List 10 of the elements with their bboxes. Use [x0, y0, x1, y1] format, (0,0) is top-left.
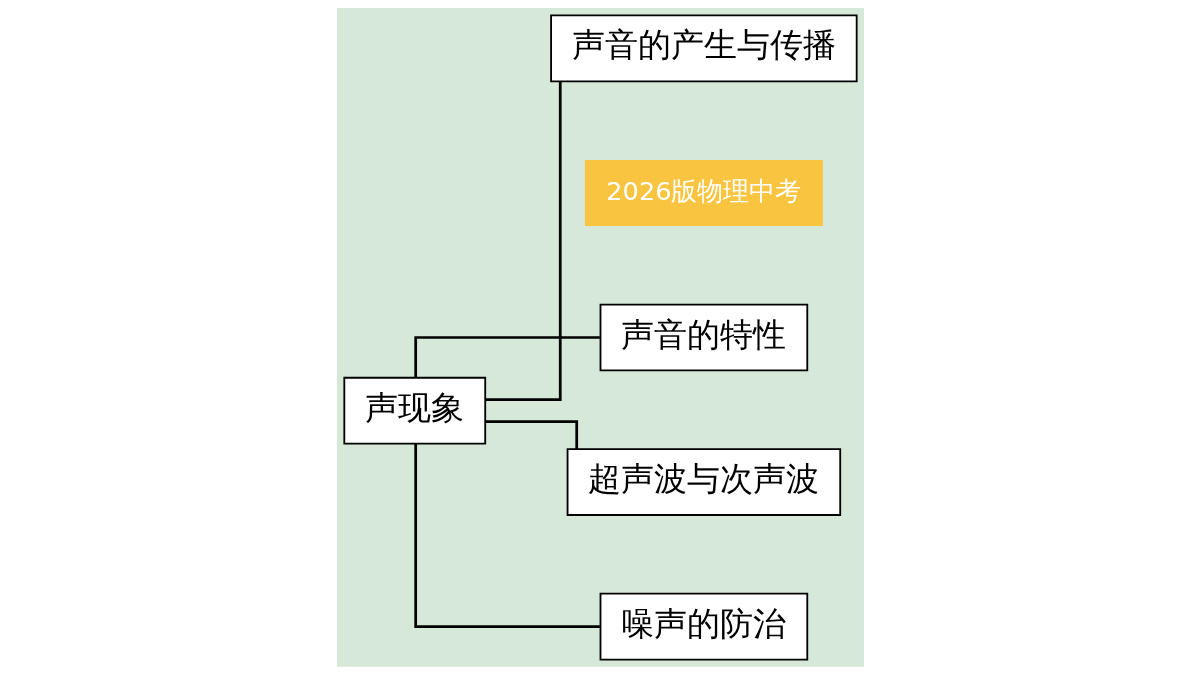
node-box: 声音的特性: [599, 303, 808, 372]
node-box: 超声波与次声波: [566, 448, 841, 516]
connector: [413, 336, 600, 378]
connector: [484, 420, 578, 450]
connector: [485, 81, 562, 402]
connector: [413, 443, 600, 628]
node-box: 声音的产生与传播: [549, 14, 858, 83]
label: 2026版物理中考: [605, 175, 801, 206]
node-box: 声现象: [342, 376, 486, 445]
node-box: 噪声的防治: [599, 592, 808, 661]
